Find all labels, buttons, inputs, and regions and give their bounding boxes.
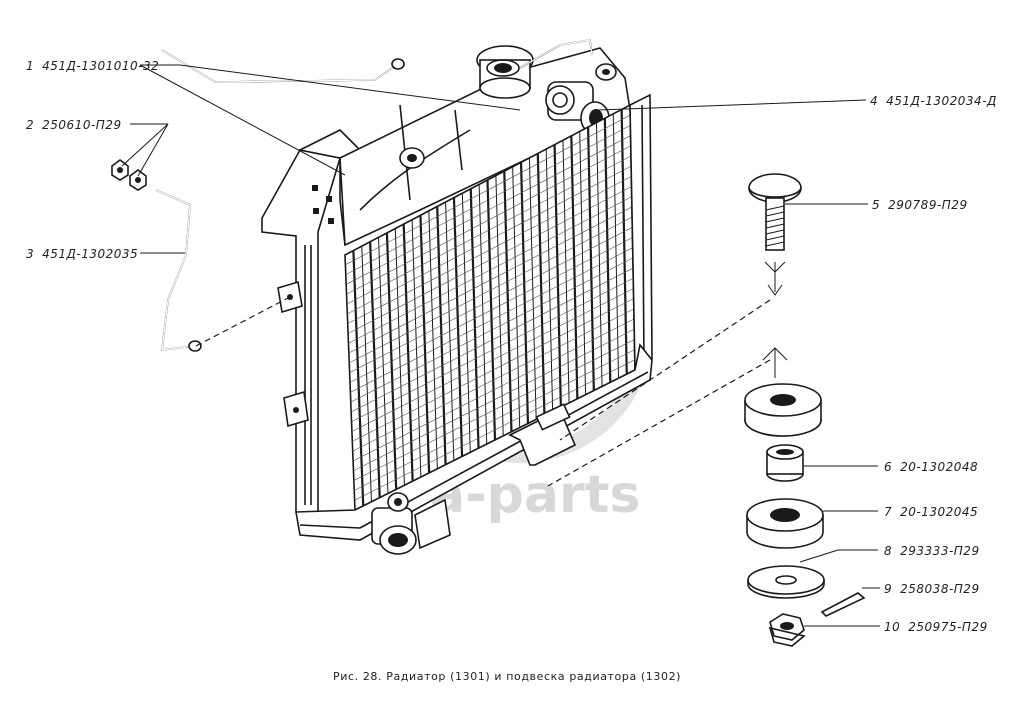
assembly-arrows: [762, 261, 788, 378]
part-10-castle-nut: [768, 613, 806, 647]
part-8-washer: [747, 565, 825, 599]
lower-tank: [295, 343, 653, 541]
part-7-cushion-upper: [744, 383, 822, 437]
part-2-nuts: [111, 159, 147, 191]
part-9-cotter-pin: [820, 592, 866, 617]
bottom-bracket-left: [414, 498, 451, 550]
filler-neck: [476, 45, 534, 99]
assembly-dashed-lines: [195, 296, 771, 487]
part-3-tie-rod: [155, 189, 202, 352]
part-7-cushion-lower: [746, 498, 824, 549]
figure-caption: Рис. 28. Радиатор (1301) и подвеска ради…: [333, 670, 681, 683]
core-fins: [345, 109, 635, 506]
leader-lines: [121, 64, 880, 627]
outlet-pipe: [371, 492, 417, 555]
part-6-sleeve: [766, 444, 804, 482]
radiator-left-frame: [261, 149, 342, 522]
part-5-bolt: [748, 173, 802, 251]
